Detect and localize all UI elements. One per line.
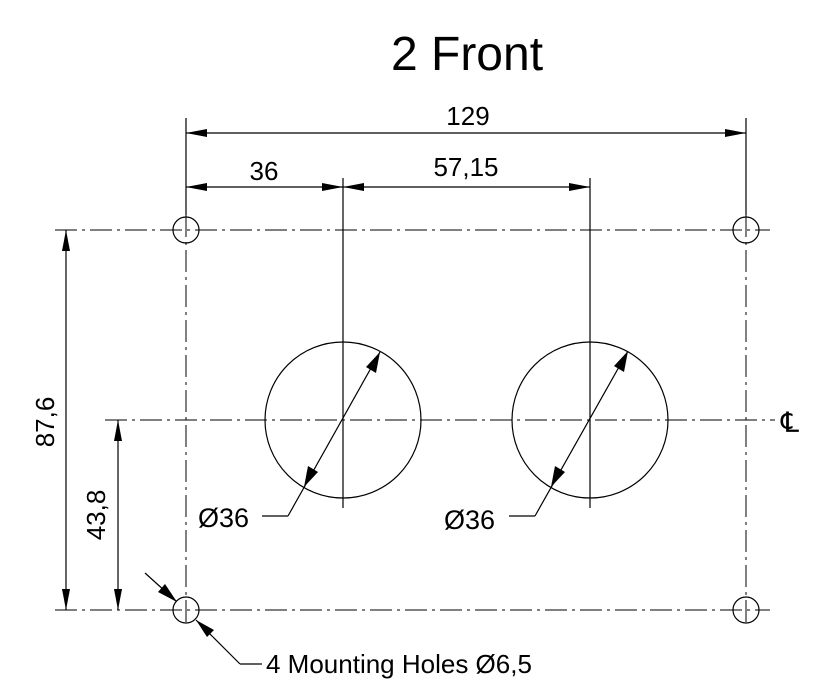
left-hole-diameter-line [262,351,381,517]
mounting-hole-leader [144,572,262,665]
mounting-holes [172,216,760,624]
centerline-symbol: ℄ [780,407,799,438]
dimension-center-height-label: 43,8 [81,490,111,541]
dimension-hole-spacing [343,183,590,191]
right-hole-diameter-label: Ø36 [444,505,495,535]
dimension-hole-spacing-label: 57,15 [433,152,498,182]
dimension-left-offset-label: 36 [250,156,279,186]
dimension-left-offset [186,183,343,191]
left-hole [264,341,422,499]
dimension-overall-width-label: 129 [446,101,489,131]
dimension-overall-height [62,230,70,610]
right-hole-diameter-line [509,350,629,517]
left-hole-diameter-label: Ø36 [198,503,249,533]
dimension-overall-height-label: 87,6 [30,397,60,448]
mounting-holes-label: 4 Mounting Holes Ø6,5 [266,649,532,679]
dimension-overall-width [186,129,746,137]
drawing-title: 2 Front [391,28,543,81]
right-hole [511,341,669,499]
dimension-center-height [114,420,122,610]
